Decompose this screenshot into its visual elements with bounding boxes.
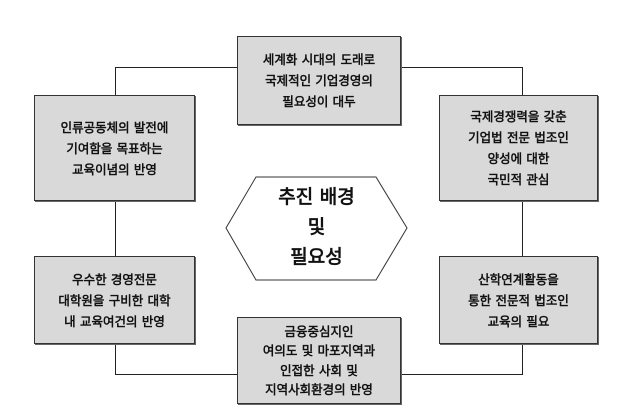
connector-left (115, 67, 116, 375)
center-line: 추진 배경 (278, 186, 355, 208)
box-line: 기여함을 목표하는 (66, 140, 163, 156)
box-top: 세계화 시대의 도래로 국제적인 기업경영의 필요성이 대두 (237, 36, 401, 125)
box-line: 교육의 필요 (487, 313, 550, 329)
box-line: 산학연계활동을 (478, 271, 559, 287)
box-lower-left: 우수한 경영전문 대학원을 구비한 대학 내 교육여건의 반영 (34, 256, 195, 344)
box-line: 내 교육여건의 반영 (64, 313, 165, 329)
connector-right (522, 67, 523, 375)
box-line: 인접한 사회 및 (280, 362, 358, 378)
box-line: 필요성이 대두 (282, 94, 356, 109)
box-upper-right: 국제경쟁력을 갖춘 기업법 전문 법조인 양성에 대한 국민적 관심 (439, 95, 598, 201)
center-title: 추진 배경 및 필요성 (226, 182, 407, 272)
box-line: 국제적인 기업경영의 (265, 73, 373, 88)
box-line: 국민적 관심 (487, 172, 550, 187)
box-line: 대학원을 구비한 대학 (58, 292, 171, 308)
box-line: 국제경쟁력을 갖춘 (470, 109, 567, 124)
box-line: 세계화 시대의 도래로 (262, 52, 376, 67)
box-line: 양성에 대한 (487, 151, 550, 166)
box-upper-left: 인류공동체의 발전에 기여함을 목표하는 교육이념의 반영 (34, 95, 195, 201)
center-line: 및 (307, 216, 326, 238)
box-line: 여의도 및 마포지역과 (262, 343, 376, 358)
box-line: 금융중심지인 (284, 323, 354, 339)
box-line: 우수한 경영전문 (72, 271, 157, 287)
box-line: 지역사회환경의 반영 (265, 382, 373, 397)
center-line: 필요성 (290, 246, 343, 268)
box-bottom: 금융중심지인 여의도 및 마포지역과 인접한 사회 및 지역사회환경의 반영 (237, 317, 401, 404)
box-line: 통한 전문적 법조인 (468, 292, 569, 308)
box-line: 기업법 전문 법조인 (468, 130, 569, 145)
box-line: 인류공동체의 발전에 (60, 119, 169, 135)
box-lower-right: 산학연계활동을 통한 전문적 법조인 교육의 필요 (439, 256, 598, 344)
box-line: 교육이념의 반영 (72, 161, 157, 177)
